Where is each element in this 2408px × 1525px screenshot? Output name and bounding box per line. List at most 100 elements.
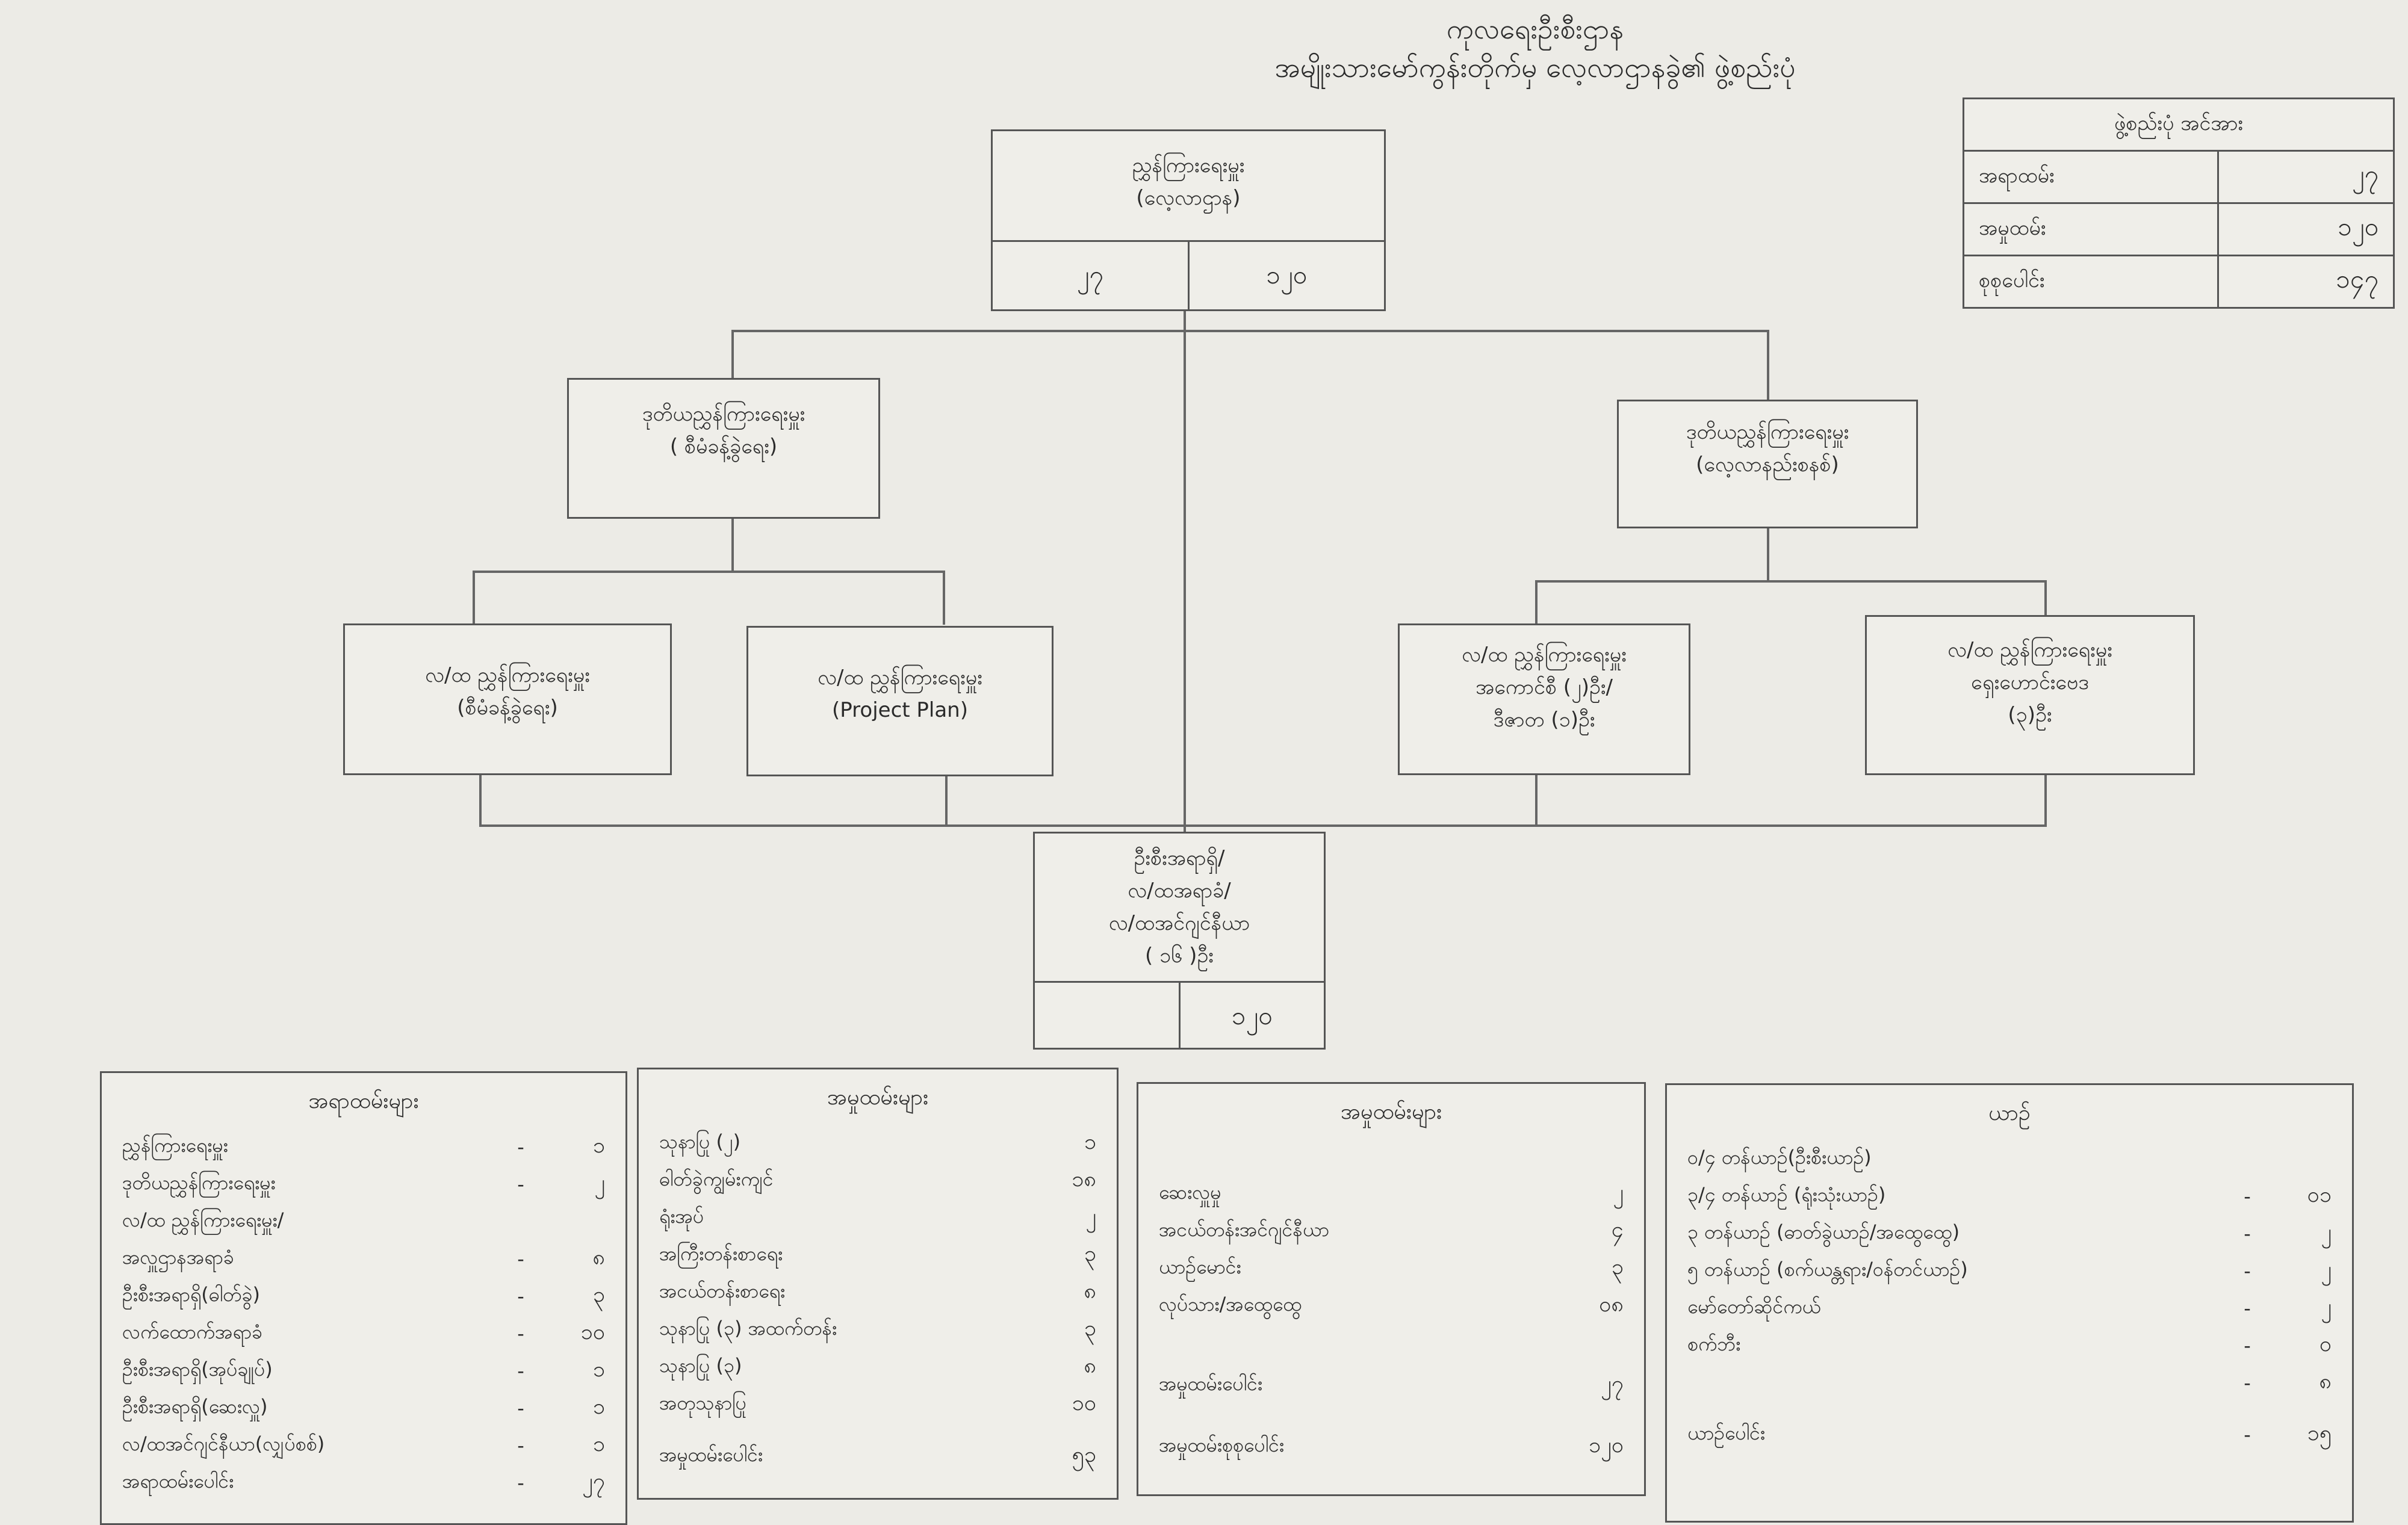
list-item: ဆေးလှူမှု၂ [1159,1175,1624,1213]
list-item: လက်ထောက်အရာခံ-၁၀ [122,1315,605,1352]
item-dash: - [517,1397,524,1420]
list-item: ၃/၄ တန်ယာဉ် (ရုံးသုံးယာဉ်)-၀၁ [1687,1178,2332,1215]
list-item: ဦးစီးအရာရှိ(အုပ်ချုပ်)-၁ [122,1352,605,1390]
total-label: အမှုထမ်းပေါင်း [1159,1372,1263,1395]
staff-officer-title: လ/ထအင်ဂျင်နီယာ [1108,911,1250,935]
item-label: သုနာပြု (၂) [659,1130,741,1153]
list-item: သုနာပြု (၂) ၁ [659,1125,1096,1162]
officers-panel: အရာထမ်းများ ညွှန်ကြားရေးမှူး-၁ ဒုတိယညွှန… [100,1071,627,1525]
total-value: ၁၅ [2307,1421,2332,1446]
list-item: -၈ [1687,1364,2332,1402]
summary-row: စုစုပေါင်း ၁၄၇ [1962,255,2395,309]
director-box: ညွှန်ကြားရေးမှူး (လေ့လာဌာန) ၂၇ ၁၂၀ [991,129,1386,311]
total-value: ၅၃ [1072,1443,1097,1467]
summary-row: အရာထမ်း ၂၇ [1962,150,2395,204]
item-dash: - [2244,1334,2251,1357]
chart-title-line1: ကုလရေးဦးစီးဌာန [1446,13,1624,45]
staff-panel-1: အမှုထမ်းများ သုနာပြု (၂) ၁ ဓါတ်ခွဲကျွမ်းက… [637,1068,1119,1500]
assistant-title: လ/ထ ညွှန်ကြားရေးမှူး [425,663,590,687]
item-value: ၁၈ [1072,1167,1096,1192]
item-value: ၁ [592,1432,605,1456]
connector-line [731,518,734,573]
deputy-dept: (လေ့လာနည်းစနစ်) [1696,453,1839,477]
list-item: ညွှန်ကြားရေးမှူး-၁ [122,1128,605,1166]
connector-line [473,571,945,573]
connector-line [1535,774,1538,826]
connector-line [2044,580,2047,616]
total-dash: - [517,1471,524,1494]
list-item: လ/ထအင်ဂျင်နီယာ(လျှပ်စစ်)-၁ [122,1427,605,1464]
strength-summary-table: ဖွဲ့စည်းပုံ အင်အား အရာထမ်း ၂၇ အမှုထမ်း ၁… [1962,97,2395,309]
panel-heading: ယာဉ် [1988,1101,2031,1125]
connector-line [945,774,948,826]
item-label: ၅ တန်ယာဉ် (စက်ယန္တရား/ဝန်တင်ယာဉ်) [1687,1258,1968,1281]
item-label: စက်ဘီး [1687,1332,1741,1355]
staff-officers-officer-count [1035,983,1181,1048]
item-value: ၃ [1611,1255,1624,1279]
item-dash: - [517,1248,524,1270]
item-value: ၀၈ [1599,1292,1624,1317]
item-value: ၂ [2321,1295,2332,1319]
assistant-director-box: လ/ထ ညွှန်ကြားရေးမှူး (Project Plan) [746,626,1054,776]
item-label: အလှူဌာနအရာခံ [122,1246,234,1269]
summary-label: အရာထမ်း [1962,150,2220,204]
item-value: ၈ [2319,1369,2332,1394]
list-item: မော်တော်ဆိုင်ကယ်-၂ [1687,1290,2332,1327]
assistant-detail: ဒီဇာတ (၁)ဦး [1493,708,1595,732]
panel-total: အမှုထမ်းပေါင်း၅၃ [659,1438,1096,1475]
panel-total: ယာဉ်ပေါင်း-၁၅ [1687,1416,2332,1453]
item-label: သုနာပြု (၃) [659,1354,742,1377]
list-item: ဦးစီးအရာရှိ(ဆေးလှူ)-၁ [122,1390,605,1427]
deputy-title: ဒုတိယညွှန်ကြားရေးမှူး [1686,420,1849,444]
chart-title-line2: အမျိုးသားမော်ကွန်းတိုက်မှ လေ့လာဌာနခွဲ၏ ဖ… [1274,51,1796,84]
item-value: ၁ [1084,1130,1096,1154]
list-item: အတုသုနာပြု၁၀ [659,1386,1096,1423]
item-value: ၃ [1084,1316,1096,1341]
staff-officers-box: ဦးစီးအရာရှိ/ လ/ထအရာခံ/ လ/ထအင်ဂျင်နီယာ ( … [1033,832,1326,1050]
list-item: ဒုတိယညွှန်ကြားရေးမှူး-၂ [122,1166,605,1203]
item-dash: - [2244,1222,2251,1245]
item-value: ၁၀ [580,1320,606,1344]
connector-line [1535,580,2047,583]
panel-total: အမှုထမ်းပေါင်း၂၇ [1159,1367,1624,1404]
item-label: ဓါတ်ခွဲကျွမ်းကျင် [659,1168,774,1190]
item-label: ၀/၄ တန်ယာဉ်(ဦးစီးယာဉ်) [1687,1146,1872,1169]
item-label: ဦးစီးအရာရှိ(အုပ်ချုပ်) [122,1358,273,1381]
item-label: ညွှန်ကြားရေးမှူး [122,1134,228,1157]
summary-value: ၁၂၀ [2217,202,2395,256]
summary-value: ၂၇ [2217,150,2395,204]
assistant-detail: အကောင်စီ (၂)ဦး/ [1476,675,1613,699]
panel-heading: အရာထမ်းများ [308,1089,419,1113]
item-value: ၄ [1611,1217,1624,1242]
item-label: လ/ထအင်ဂျင်နီယာ(လျှပ်စစ်) [122,1432,325,1455]
item-value: ၈ [592,1245,605,1270]
assistant-detail: (၃)ဦး [2008,703,2052,727]
panel-heading: အမှုထမ်းများ [827,1085,929,1110]
panel-grand-total: အမှုထမ်းစုစုပေါင်း၁၂၀ [1159,1428,1624,1465]
item-dash: - [2244,1185,2251,1208]
assistant-title: လ/ထ ညွှန်ကြားရေးမှူး [1462,643,1627,667]
deputy-dept: ( စီမံခန့်ခွဲရေး) [669,435,778,459]
item-value: ၂ [1085,1204,1096,1229]
grand-total-label: အမှုထမ်းစုစုပေါင်း [1159,1434,1285,1456]
list-item: ဦးစီးအရာရှိ(ဓါတ်ခွဲ)-၃ [122,1278,605,1315]
connector-line [1535,580,1538,625]
item-dash: - [517,1173,524,1196]
item-value: ၀ [2319,1332,2332,1356]
item-value: ၂ [2321,1257,2332,1282]
list-item: အလှူဌာနအရာခံ - ၈ [122,1240,605,1278]
list-item: အငယ်တန်းအင်ဂျင်နီယာ၄ [1159,1213,1624,1250]
summary-heading: ဖွဲ့စည်းပုံ အင်အား [1963,97,2395,152]
item-value: ၁ [592,1133,605,1158]
assistant-director-box: လ/ထ ညွှန်ကြားရေးမှူး ရှေးဟောင်းဗေဒ (၃)ဦး [1865,615,2195,775]
connector-line [1767,330,1769,401]
item-label: အငယ်တန်းစာရေး [659,1279,786,1302]
panel-heading: အမှုထမ်းများ [1340,1100,1442,1124]
list-item: အငယ်တန်းစာရေး၈ [659,1274,1096,1311]
director-officers-count: ၂၇ [993,242,1190,309]
item-label: ယာဉ်မောင်း [1159,1255,1241,1278]
assistant-title: လ/ထ ညွှန်ကြားရေးမှူး [1947,638,2112,662]
item-label: အကြီးတန်းစာရေး [659,1242,783,1265]
summary-label: စုစုပေါင်း [1962,255,2220,309]
list-item: လုပ်သား/အထွေထွေ၀၈ [1159,1287,1624,1325]
